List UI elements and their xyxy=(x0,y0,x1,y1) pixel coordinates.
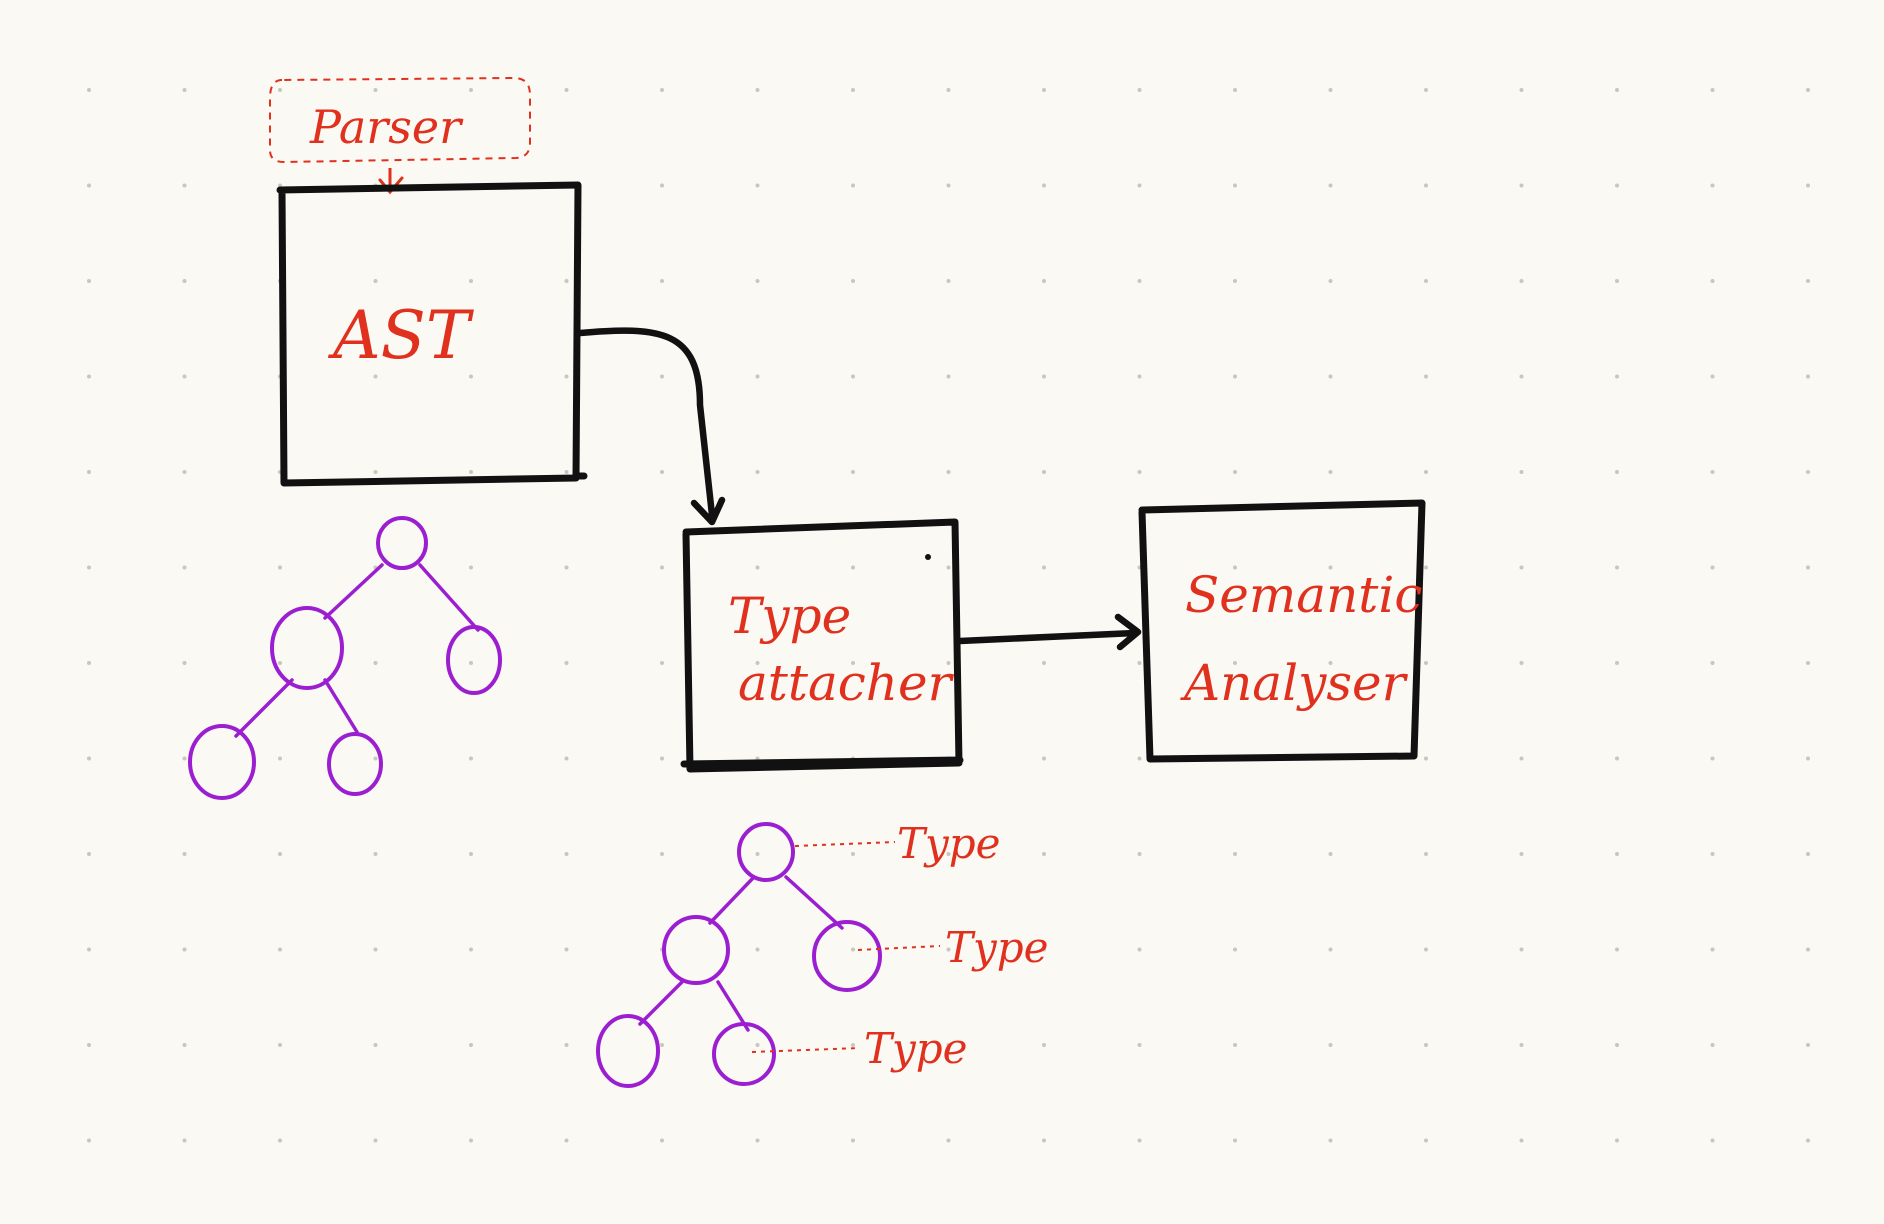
tree-edge xyxy=(234,678,294,738)
tree-node-root xyxy=(376,516,428,570)
type-annotation-left-right: Type xyxy=(864,1024,967,1073)
semantic-analyser-label-line2: Analyser xyxy=(1180,654,1409,712)
type-attacher-label-line2: attacher xyxy=(738,654,955,712)
ast-box-outline xyxy=(276,181,588,487)
stray-ink-dot xyxy=(925,554,931,560)
arrow-ast-to-type-attacher-head xyxy=(690,496,726,526)
type-connector-root xyxy=(794,841,896,847)
typed-tree-node-left-left xyxy=(596,1014,660,1088)
typed-tree-node-left-right xyxy=(712,1022,776,1086)
tree-edge xyxy=(716,980,750,1032)
type-attacher-box: Type attacher xyxy=(680,518,964,773)
typed-tree-node-left xyxy=(662,915,730,985)
type-attacher-label-line1: Type xyxy=(728,587,851,645)
ast-tree xyxy=(188,516,502,800)
parser-arrow-head xyxy=(378,176,404,195)
semantic-analyser-box: Semantic Analyser xyxy=(1138,499,1426,763)
tree-edge xyxy=(708,875,756,925)
typed-tree-node-right xyxy=(812,920,882,992)
tree-edge xyxy=(418,563,480,632)
parser-label: Parser xyxy=(309,100,464,154)
type-connector-left-right xyxy=(751,1047,861,1053)
ast-box: AST xyxy=(276,181,588,487)
type-annotation-root: Type xyxy=(897,819,1000,868)
arrow-type-attacher-to-semantic-head xyxy=(1114,613,1142,651)
arrow-ast-to-type-attacher xyxy=(576,327,716,519)
tree-edge xyxy=(323,563,384,620)
ast-label: AST xyxy=(327,297,475,374)
typed-tree: Type Type Type xyxy=(596,819,1048,1088)
tree-node-left-left xyxy=(188,724,256,800)
parser-dashed-frame xyxy=(269,76,531,164)
type-annotation-right: Type xyxy=(945,923,1048,972)
tree-edge xyxy=(784,875,844,930)
type-attacher-box-outline xyxy=(680,518,964,773)
parser-group: Parser xyxy=(269,76,531,195)
typed-tree-node-root xyxy=(737,822,795,882)
semantic-analyser-box-outline xyxy=(1138,499,1426,763)
tree-node-right xyxy=(446,625,502,695)
tree-edge xyxy=(323,678,359,734)
semantic-analyser-label-line1: Semantic xyxy=(1185,566,1422,624)
tree-node-left-right xyxy=(327,732,383,796)
tree-node-left xyxy=(270,606,344,690)
tree-edge xyxy=(638,980,684,1026)
arrow-type-attacher-to-semantic xyxy=(956,629,1139,645)
